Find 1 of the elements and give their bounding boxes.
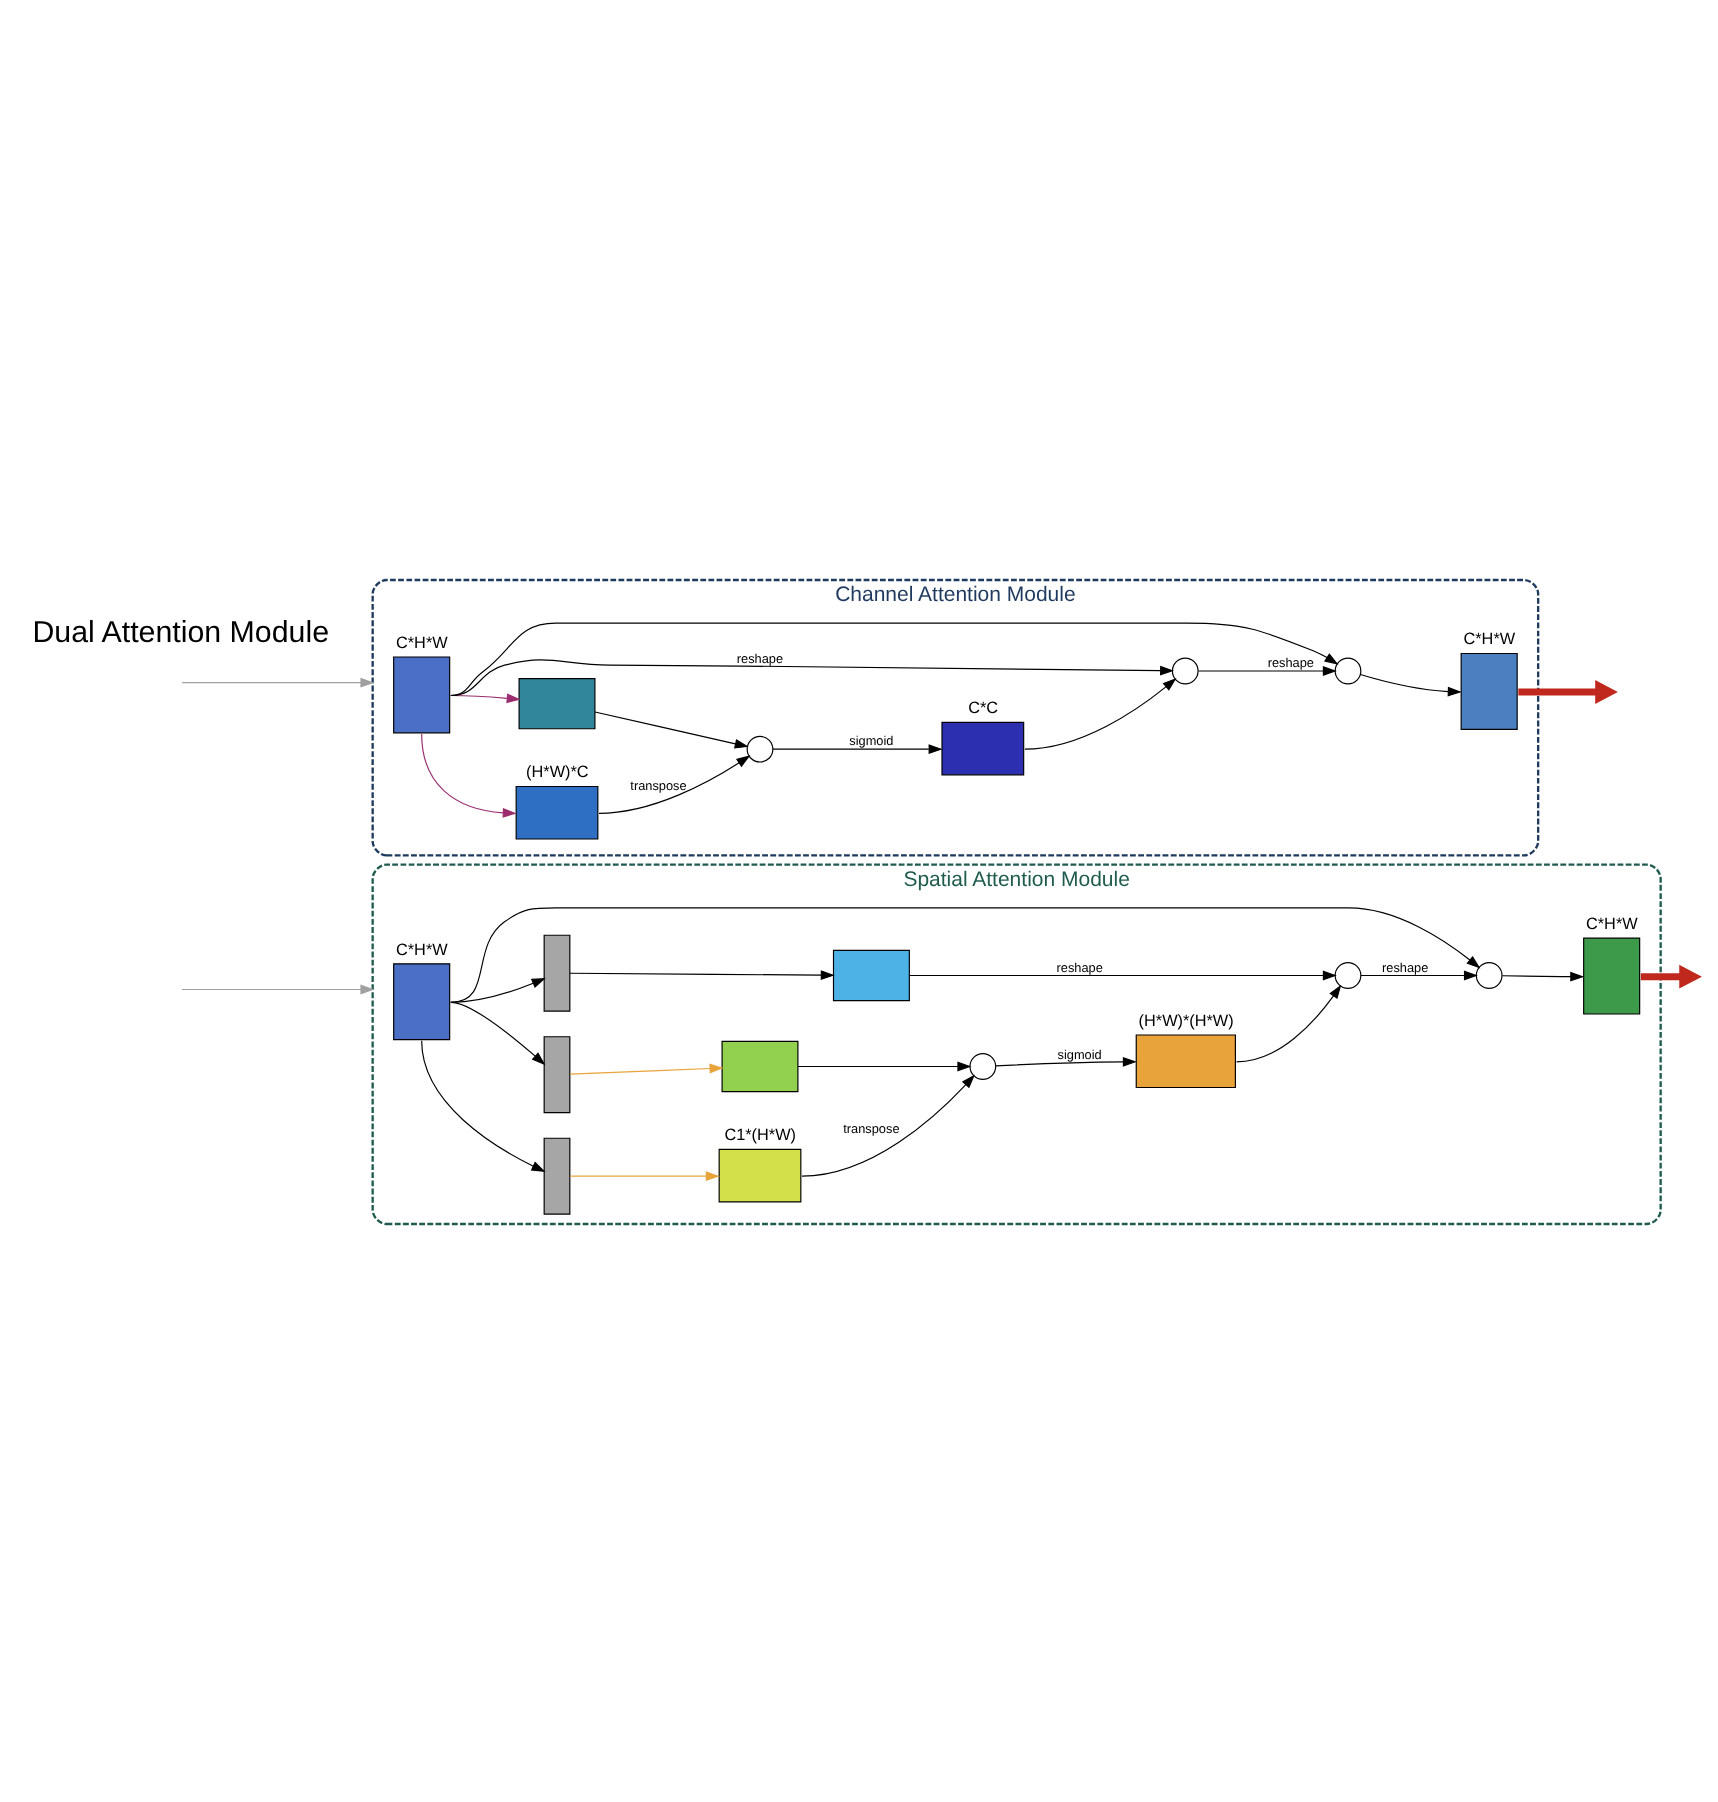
label: Dual Attention Module [32,615,330,650]
